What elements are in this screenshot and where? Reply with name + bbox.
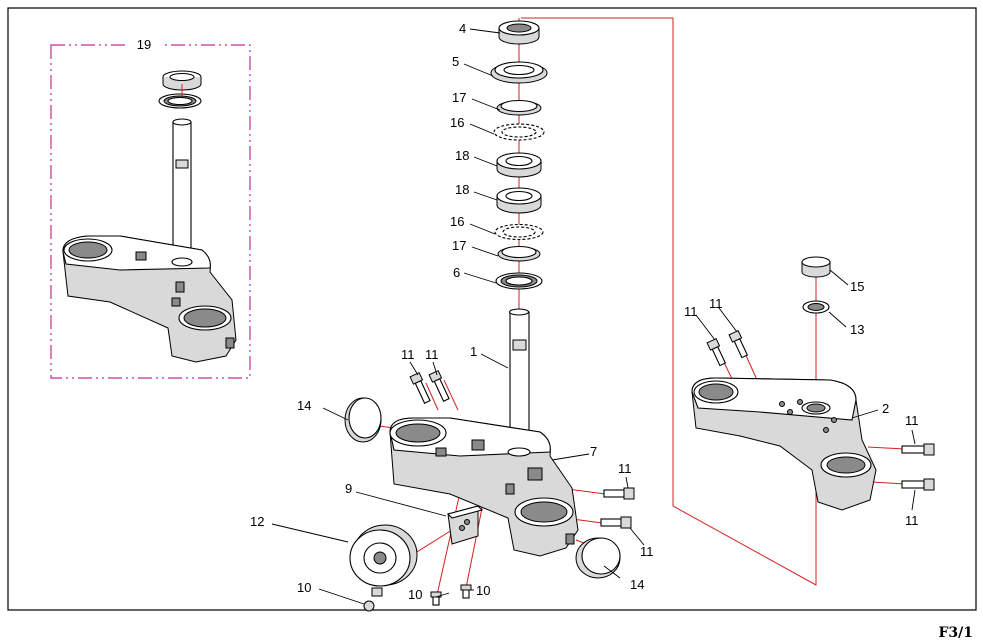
callout-13: 13 bbox=[850, 322, 864, 337]
part-15-nut bbox=[801, 256, 831, 278]
callout-2: 2 bbox=[882, 401, 889, 416]
part-9-bracket bbox=[446, 505, 484, 545]
part-13-washer bbox=[802, 300, 830, 314]
upper-triple-clamp bbox=[691, 377, 877, 511]
callout-9: 9 bbox=[345, 481, 352, 496]
callout-6: 6 bbox=[453, 265, 460, 280]
callout-labels: 4 5 17 16 18 18 16 17 6 1 7 9 12 10 10 1… bbox=[250, 21, 919, 602]
screws-10 bbox=[363, 584, 472, 612]
callout-16: 16 bbox=[450, 214, 464, 229]
callout-14: 14 bbox=[297, 398, 311, 413]
callout-10: 10 bbox=[408, 587, 422, 602]
subassembly-19: 19 bbox=[50, 37, 251, 379]
diagram-border bbox=[7, 7, 977, 611]
callout-11: 11 bbox=[618, 461, 632, 476]
callout-1: 1 bbox=[470, 344, 477, 359]
callout-12: 12 bbox=[250, 514, 264, 529]
callout-17: 17 bbox=[452, 90, 466, 105]
caps-14 bbox=[344, 397, 621, 579]
callout-15: 15 bbox=[850, 279, 864, 294]
callout-19: 19 bbox=[137, 37, 151, 52]
steering-stem-stack bbox=[490, 20, 548, 451]
callout-11: 11 bbox=[709, 296, 723, 311]
callout-10: 10 bbox=[476, 583, 490, 598]
callout-5: 5 bbox=[452, 54, 459, 69]
callout-18: 18 bbox=[455, 182, 469, 197]
callout-17: 17 bbox=[452, 238, 466, 253]
bolts-11 bbox=[409, 329, 935, 529]
callout-4: 4 bbox=[459, 21, 466, 36]
callout-11: 11 bbox=[905, 513, 919, 528]
callout-14: 14 bbox=[630, 577, 644, 592]
callout-11: 11 bbox=[684, 304, 698, 319]
callout-11: 11 bbox=[401, 347, 415, 362]
leader-lines bbox=[271, 28, 916, 605]
callout-18: 18 bbox=[455, 148, 469, 163]
callout-16: 16 bbox=[450, 115, 464, 130]
callout-11: 11 bbox=[905, 413, 919, 428]
callout-11: 11 bbox=[640, 544, 654, 559]
lower-triple-clamp bbox=[389, 417, 579, 557]
callout-11: 11 bbox=[425, 347, 439, 362]
callout-10: 10 bbox=[297, 580, 311, 595]
callout-7: 7 bbox=[590, 444, 597, 459]
sheet-code: F3/1 bbox=[938, 625, 973, 641]
part-12-horn bbox=[349, 524, 418, 597]
